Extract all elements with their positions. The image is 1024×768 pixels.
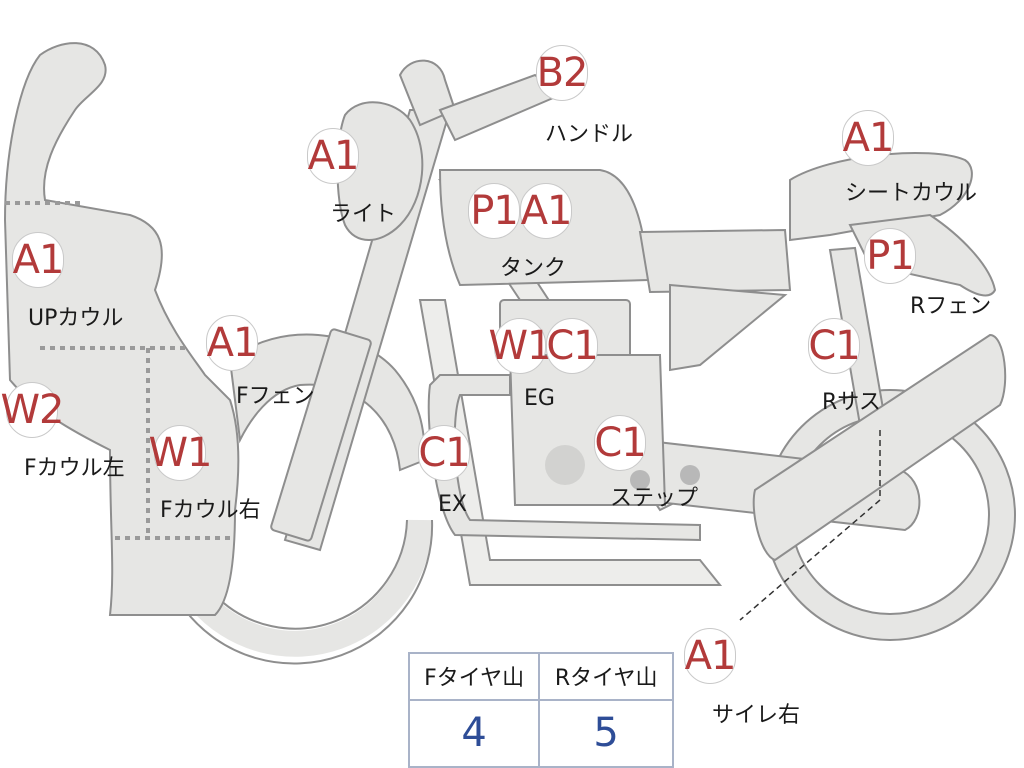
front-tire-tread-value: 4 [407, 698, 541, 768]
frame-lower-shape [418, 299, 723, 586]
damage-code-badge: C1 [808, 318, 861, 374]
tread-value-row: 4 5 [407, 698, 674, 768]
silencer-leader-line [739, 430, 881, 621]
damage-code-badge: C1 [594, 415, 647, 471]
front-wheel [184, 519, 434, 665]
damage-code-badge: W1 [149, 425, 213, 481]
tread-header-row: Fタイヤ山 Rタイヤ山 [407, 652, 674, 701]
fork-slider-shape [270, 328, 372, 542]
seat-shape [638, 228, 792, 294]
silencer-shape [752, 333, 1007, 562]
part-label: ステップ [610, 486, 699, 511]
part-label: タンク [500, 256, 567, 281]
damage-code-badge: W2 [1, 382, 65, 438]
engine-cover-shape [545, 445, 585, 485]
part-label: EX [438, 492, 467, 517]
rear-tire-tread-header: Rタイヤ山 [538, 652, 674, 701]
front-tire-tread-header: Fタイヤ山 [407, 652, 541, 701]
damage-code-badge: A1 [307, 128, 359, 184]
damage-code-badge: A1 [842, 110, 894, 166]
damage-code-badge: A1 [684, 628, 736, 684]
part-label: ハンドル [545, 122, 634, 147]
part-label: Fカウル左 [24, 456, 125, 481]
part-label: Fカウル右 [160, 498, 261, 523]
damage-code-badge: C1 [418, 425, 471, 481]
part-label: ライト [330, 202, 397, 227]
damage-code-badge: B2 [536, 45, 588, 101]
damage-code-badge: A1 [12, 232, 64, 288]
part-label: Rフェン [910, 294, 992, 319]
step-shape [630, 465, 700, 490]
part-label: UPカウル [28, 306, 124, 331]
part-label: サイレ右 [712, 703, 801, 728]
damage-code-badge: C1 [546, 318, 599, 374]
tire-tread-table: Fタイヤ山 Rタイヤ山 4 5 [407, 652, 674, 768]
part-label: シートカウル [845, 181, 978, 206]
damage-code-badge: A1 [206, 315, 258, 371]
part-label: Fフェン [236, 384, 315, 409]
damage-code-badge: A1 [520, 183, 572, 239]
headlight-shape [336, 101, 424, 241]
side-cover-shape [669, 283, 788, 372]
rear-tire-tread-value: 5 [538, 698, 674, 768]
damage-code-badge: W1 [489, 318, 553, 374]
part-label: Rサス [822, 390, 881, 415]
damage-code-badge: P1 [864, 228, 916, 284]
damage-code-badge: P1 [468, 183, 520, 239]
part-label: EG [524, 386, 555, 411]
seat-cowl-shape [789, 152, 973, 242]
